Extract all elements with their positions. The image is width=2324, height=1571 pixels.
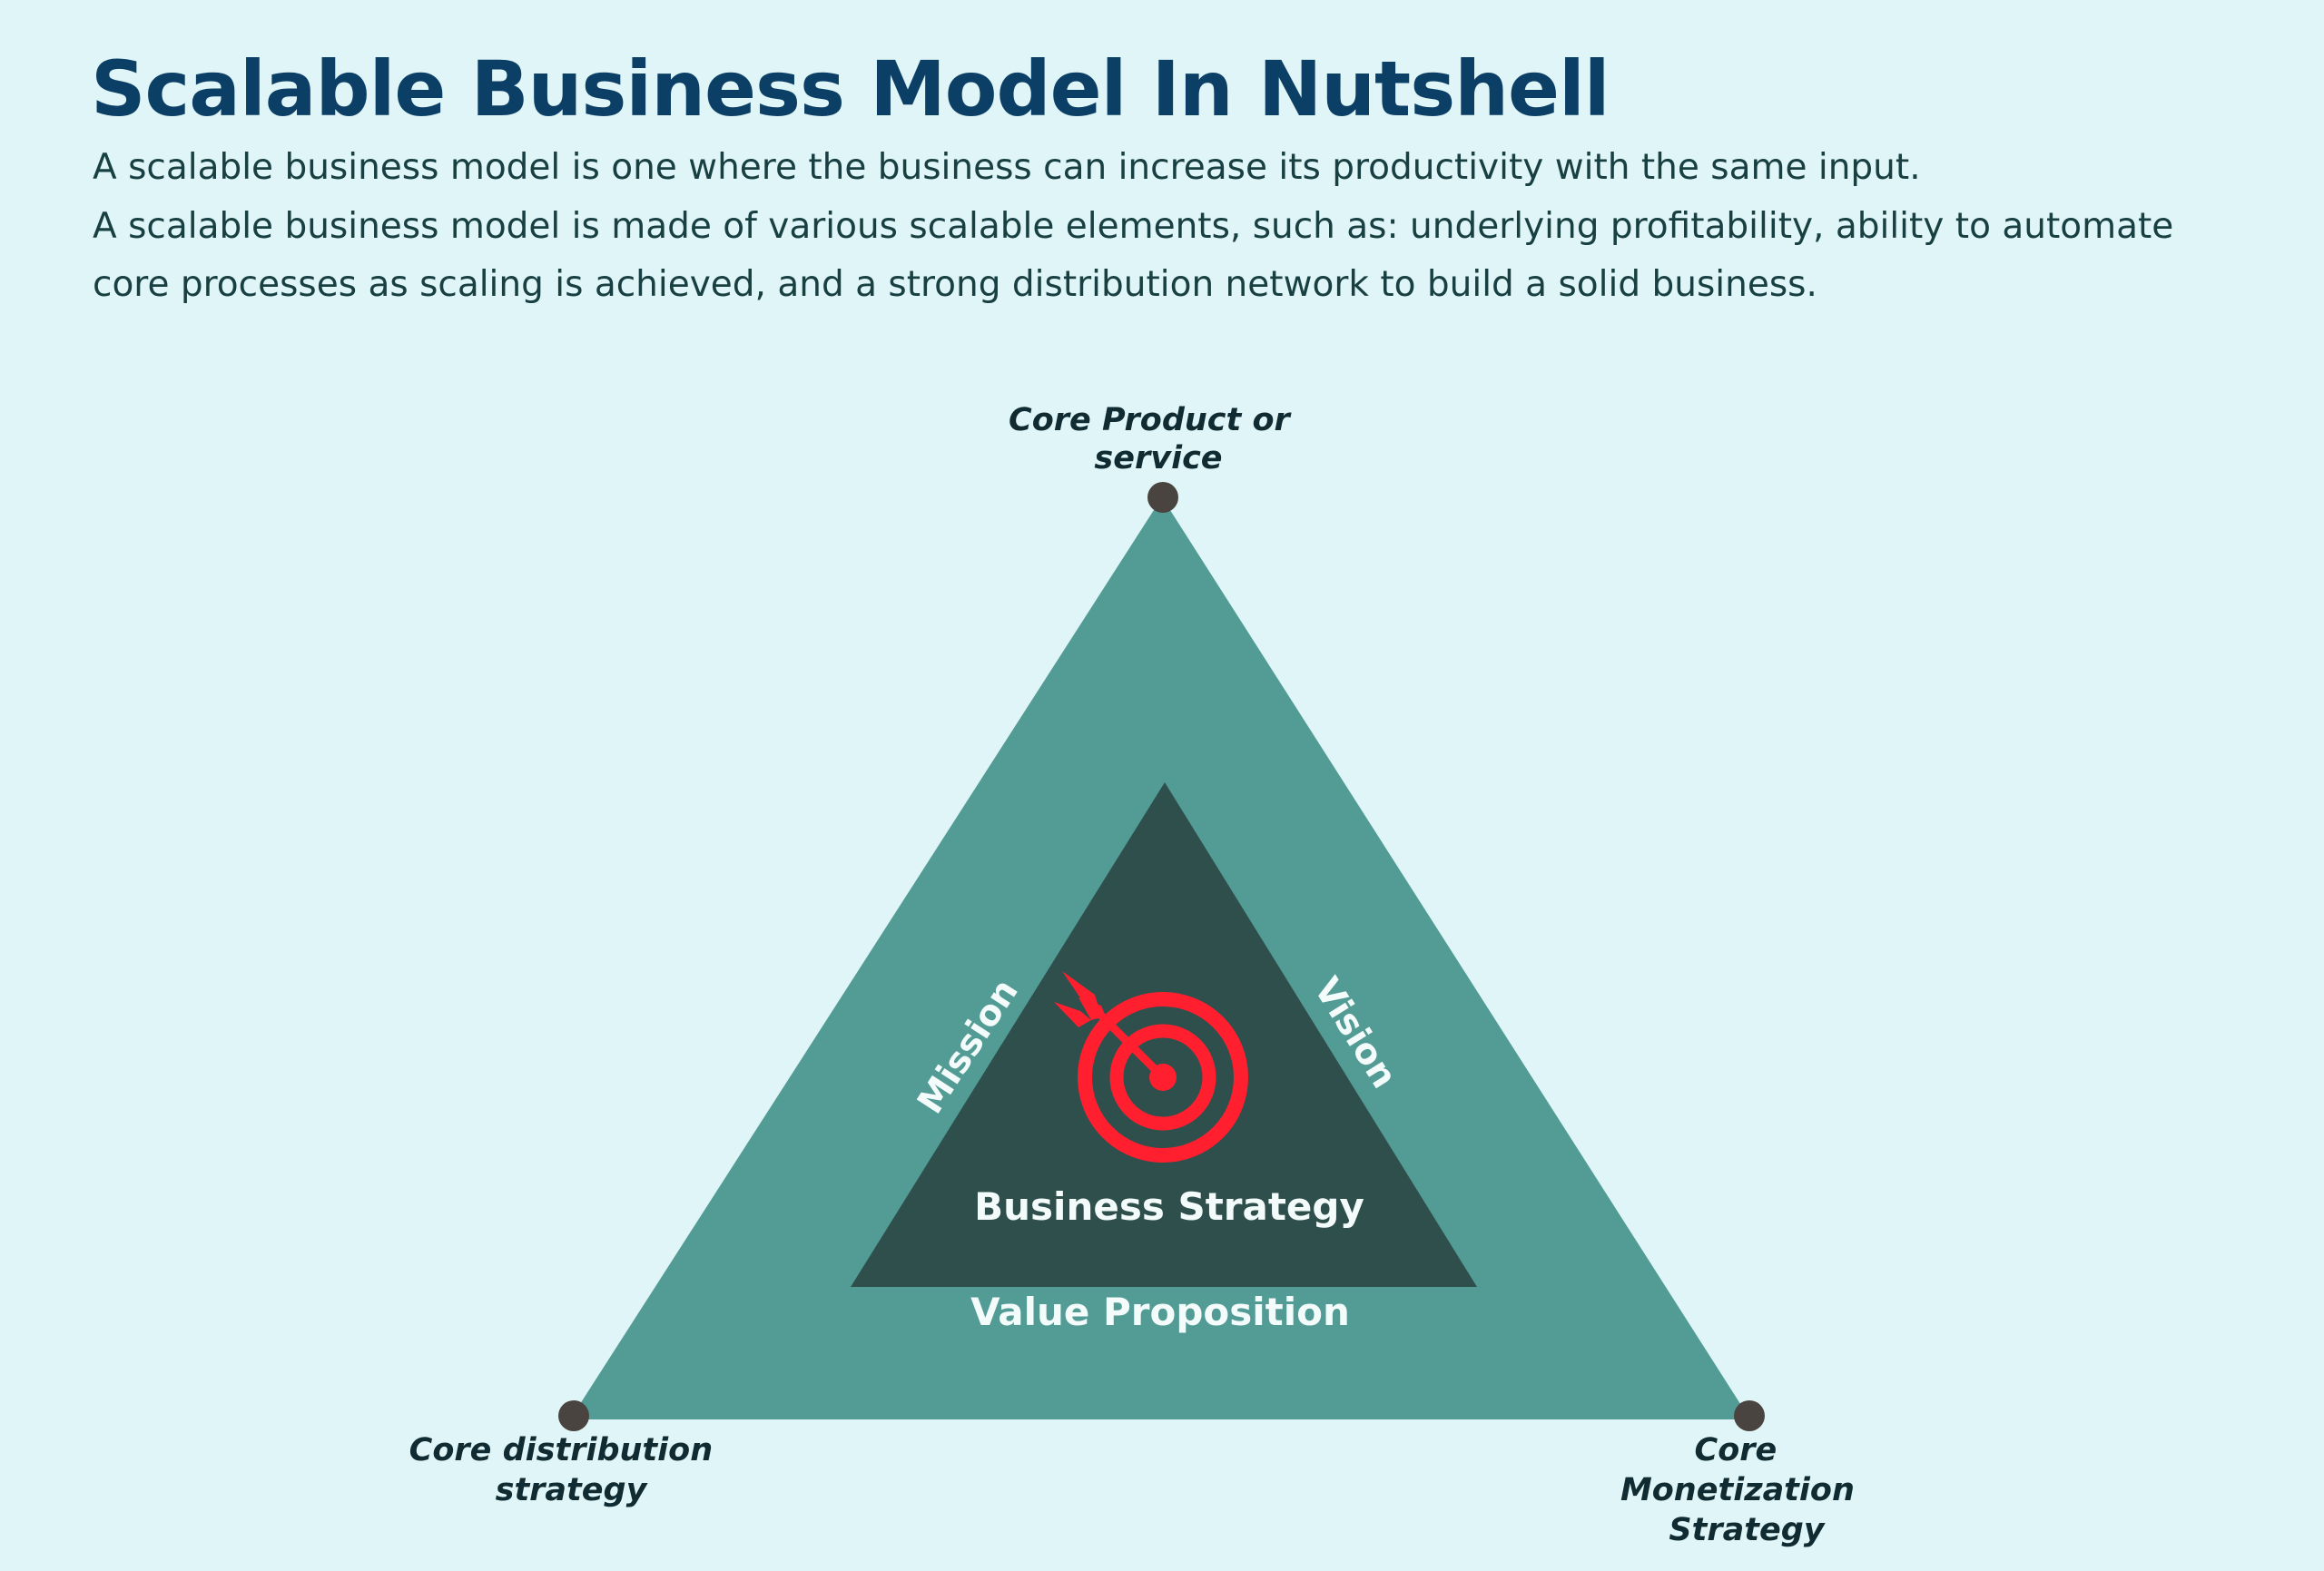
bottom-right-vertex-label: Core Monetization Strategy xyxy=(1620,1432,1866,1548)
bottom-left-vertex-label: Core distribution strategy xyxy=(409,1432,724,1508)
business-strategy-label: Business Strategy xyxy=(974,1184,1364,1229)
bottom-right-vertex-label-line: Monetization xyxy=(1620,1472,1855,1508)
top-vertex-dot xyxy=(1147,482,1178,513)
bottom-left-vertex-label-line: Core distribution xyxy=(409,1432,713,1468)
page-title: Scalable Business Model In Nutshell xyxy=(91,44,1610,133)
intro-paragraph: A scalable business model is one where t… xyxy=(93,147,1921,188)
target-dart-icon xyxy=(1054,971,1248,1163)
bottom-right-vertex-dot xyxy=(1734,1400,1765,1431)
bottom-right-vertex-label-line: Core xyxy=(1695,1432,1777,1468)
elements-paragraph: A scalable business model is made of var… xyxy=(93,206,2174,305)
bottom-left-vertex-dot xyxy=(558,1400,589,1431)
bottom-right-vertex-label-line: Strategy xyxy=(1669,1512,1826,1548)
top-vertex-label: Core Product or service xyxy=(1009,402,1301,476)
bottom-left-vertex-label-line: strategy xyxy=(496,1472,649,1508)
value-proposition-label: Value Proposition xyxy=(970,1290,1350,1334)
top-vertex-label-line: Core Product or xyxy=(1009,402,1292,438)
top-vertex-label-line: service xyxy=(1094,440,1222,476)
